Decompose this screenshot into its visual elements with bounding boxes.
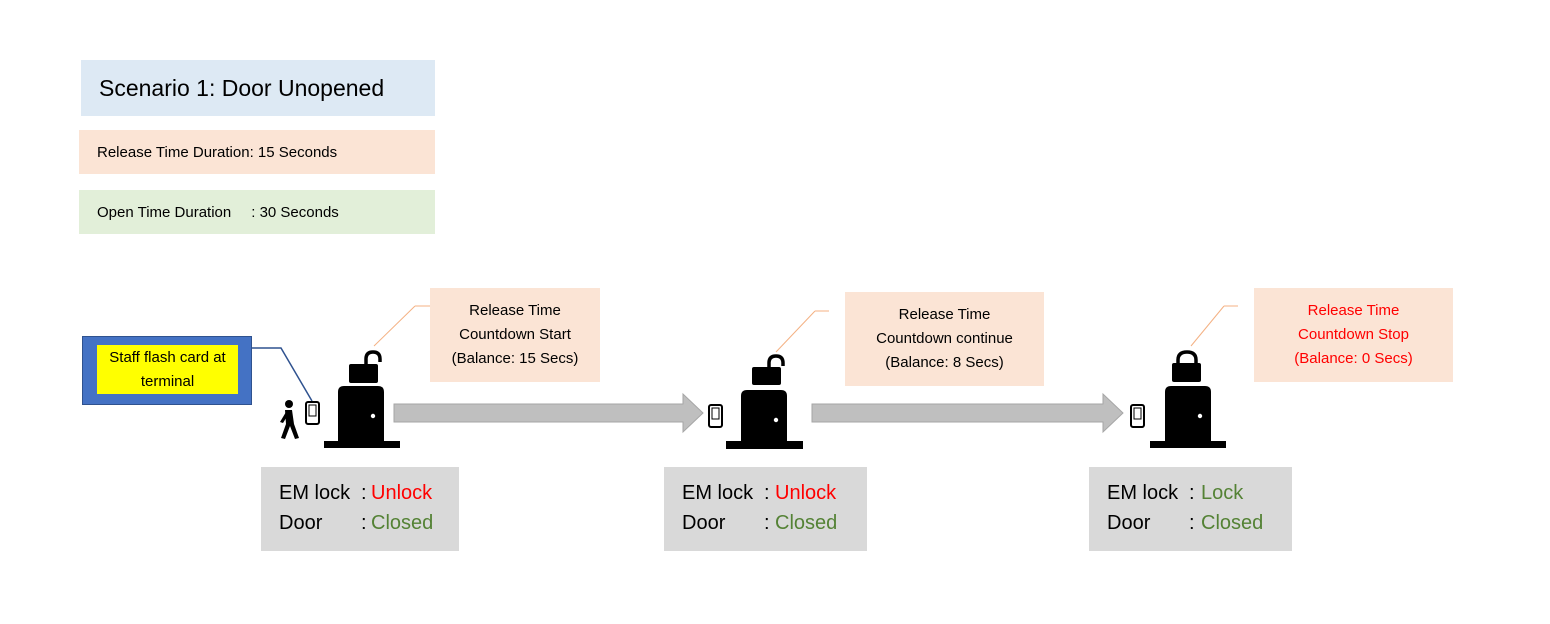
staff-note-line1: Staff flash card at xyxy=(109,348,226,366)
padlock-closed-icon xyxy=(1172,350,1201,382)
callout-line2: Countdown continue xyxy=(876,330,1013,347)
door-label: Door xyxy=(682,512,726,534)
scenario-title: Scenario 1: Door Unopened xyxy=(81,60,435,116)
scenario-title-text: Scenario 1: Door Unopened xyxy=(99,74,385,101)
door-icon xyxy=(324,386,400,448)
door-value: Closed xyxy=(371,512,434,534)
em-lock-row: EM lock : Lock xyxy=(1107,478,1292,508)
em-lock-label: EM lock xyxy=(1107,482,1179,504)
open-duration-box: Open Time Duration : 30 Seconds xyxy=(79,190,435,234)
callout-line2: Countdown Stop xyxy=(1298,326,1409,343)
door-icon xyxy=(1150,386,1226,448)
staff-note: Staff flash card at terminal xyxy=(97,345,238,394)
door-value: Closed xyxy=(1201,512,1264,534)
callout-line3: (Balance: 15 Secs) xyxy=(451,350,579,367)
em-lock-row: EM lock : Unlock xyxy=(279,478,459,508)
callout-stage-2: Release Time Countdown continue (Balance… xyxy=(845,292,1044,386)
callout-line1: Release Time xyxy=(898,306,991,323)
callout-line1: Release Time xyxy=(1307,302,1400,319)
colon: : xyxy=(1189,512,1195,534)
arrow-right-icon xyxy=(393,392,704,434)
status-box-stage-1: EM lock : Unlock Door : Closed xyxy=(261,467,459,551)
padlock-open-icon xyxy=(752,354,785,385)
padlock-open-icon xyxy=(349,350,382,383)
colon: : xyxy=(764,512,770,534)
door-row: Door : Closed xyxy=(1107,508,1292,538)
door-value: Closed xyxy=(775,512,838,534)
em-lock-value: Lock xyxy=(1201,482,1244,504)
callout-stage-1: Release Time Countdown Start (Balance: 1… xyxy=(430,288,600,382)
callout-line1: Release Time xyxy=(469,302,561,319)
em-lock-value: Unlock xyxy=(775,482,837,504)
em-lock-row: EM lock : Unlock xyxy=(682,478,867,508)
staff-note-connector xyxy=(252,347,313,402)
callout-line2: Countdown Start xyxy=(459,326,571,343)
staff-note-line2: terminal xyxy=(140,372,195,390)
callout-leader-3 xyxy=(1190,305,1225,347)
open-duration-value: : 30 Seconds xyxy=(251,203,339,221)
em-lock-label: EM lock xyxy=(279,482,351,504)
release-duration-text: Release Time Duration: 15 Seconds xyxy=(97,143,338,161)
colon: : xyxy=(361,512,367,534)
door-label: Door xyxy=(1107,512,1151,534)
walking-person-icon xyxy=(280,400,299,439)
callout-stage-3: Release Time Countdown Stop (Balance: 0 … xyxy=(1254,288,1453,382)
callout-leader-1 xyxy=(373,305,416,347)
door-label: Door xyxy=(279,512,323,534)
callout-line3: (Balance: 8 Secs) xyxy=(885,354,1004,371)
em-lock-label: EM lock xyxy=(682,482,754,504)
status-box-stage-3: EM lock : Lock Door : Closed xyxy=(1089,467,1292,551)
colon: : xyxy=(361,482,367,504)
door-row: Door : Closed xyxy=(682,508,867,538)
card-reader-icon xyxy=(1130,404,1145,428)
colon: : xyxy=(1189,482,1195,504)
card-reader-icon xyxy=(305,401,320,425)
status-box-stage-2: EM lock : Unlock Door : Closed xyxy=(664,467,867,551)
callout-line3: (Balance: 0 Secs) xyxy=(1294,350,1413,367)
open-duration-label: Open Time Duration xyxy=(97,203,232,221)
arrow-right-icon xyxy=(811,392,1124,434)
door-row: Door : Closed xyxy=(279,508,459,538)
card-reader-icon xyxy=(708,404,723,428)
callout-leader-2 xyxy=(775,310,816,353)
colon: : xyxy=(764,482,770,504)
em-lock-value: Unlock xyxy=(371,482,433,504)
release-duration-box: Release Time Duration: 15 Seconds xyxy=(79,130,435,174)
door-icon xyxy=(726,390,803,449)
